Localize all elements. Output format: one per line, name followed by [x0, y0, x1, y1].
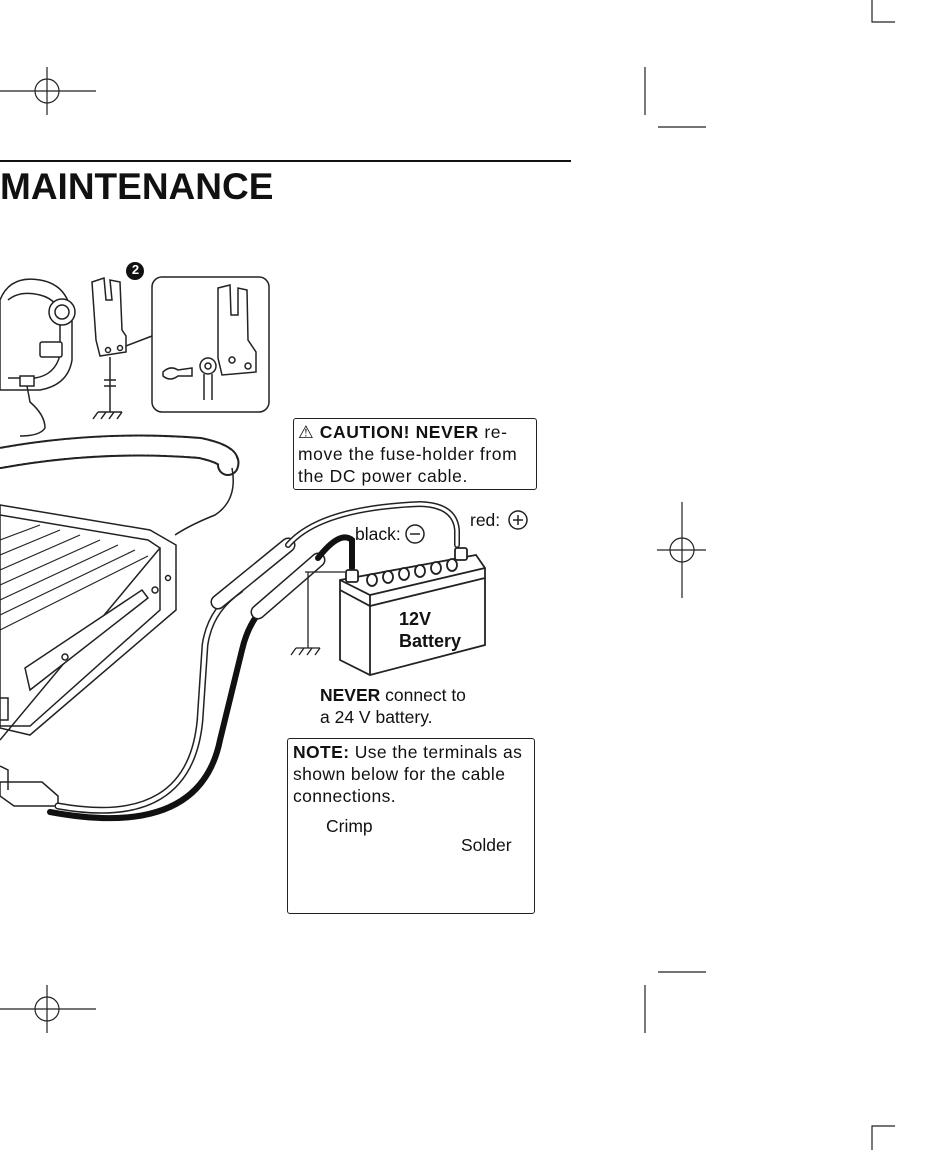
header-rule [0, 160, 571, 162]
note-box: NOTE: Use the terminals as shown below f… [287, 738, 535, 914]
note-line3: connections. [293, 786, 397, 806]
mic-hanger-bracket [91, 276, 153, 420]
black-wire-label: black: [355, 524, 401, 544]
page-title: MAINTENANCE [0, 166, 274, 207]
battery-voltage: 12V [399, 609, 432, 629]
caution-text-line1: re- [484, 422, 508, 442]
warning-triangle-icon: ⚠ [298, 422, 315, 442]
registration-mark [0, 67, 96, 115]
negative-terminal-icon [405, 524, 425, 544]
caution-lead: CAUTION! NEVER [319, 422, 479, 442]
dc-power-cable [47, 500, 460, 821]
note-line2: shown below for the cable [293, 764, 506, 784]
note-bold: NOTE: [293, 742, 350, 762]
magnified-detail [151, 276, 270, 413]
note-line1: Use the terminals as [349, 742, 523, 762]
caution-text-line2: move the fuse-holder from [298, 444, 518, 464]
crop-marks [644, 0, 895, 1150]
dc-power-connector [0, 765, 59, 807]
battery-label: 12V Battery [399, 608, 461, 652]
callout-number: 2 [131, 262, 140, 277]
caution-box: ⚠ CAUTION! NEVER re- move the fuse-holde… [293, 418, 537, 490]
warning-line2: a 24 V battery. [320, 707, 433, 727]
caution-text-line3: the DC power cable. [298, 466, 468, 486]
ground-symbol [290, 571, 345, 656]
red-wire-label: red: [470, 510, 501, 530]
coiled-mic-cord [0, 434, 240, 536]
callout-number-badge [126, 262, 144, 280]
crimp-label: Crimp [326, 816, 373, 836]
warning-line1: connect to [380, 685, 466, 705]
registration-mark [0, 985, 96, 1033]
solder-label: Solder [461, 835, 512, 855]
registration-mark [657, 502, 706, 598]
battery-12v [339, 547, 486, 676]
transceiver [0, 504, 177, 741]
microphone [0, 278, 76, 437]
voltage-warning: NEVER connect to a 24 V battery. [320, 684, 466, 728]
warning-bold: NEVER [320, 685, 381, 705]
battery-text: Battery [399, 631, 462, 651]
positive-terminal-icon [508, 510, 528, 530]
